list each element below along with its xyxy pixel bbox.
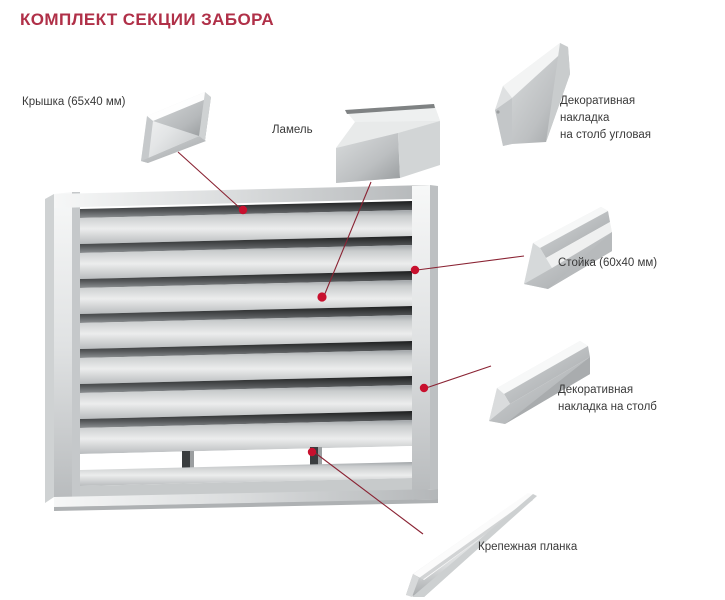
page-title: КОМПЛЕКТ СЕКЦИИ ЗАБОРА [20,10,275,29]
part-l-angle-cover-icon [495,43,570,146]
leader-line-lamel [323,181,372,297]
leader-line-post-cover [425,365,492,389]
leader-line-strip [313,451,424,535]
callout-label-stoyka: Стойка (60х40 мм) [558,257,658,269]
part-flat-strip-icon [406,493,537,597]
louver-slats [80,201,412,454]
leader-lines [177,151,525,535]
callout-label-mounting-strip: Крепежная планка [478,541,578,553]
leader-dot-post-cover [419,383,429,393]
callout-label-post-cover: Декоративная накладка на столб [558,384,657,413]
leader-dot-lamel [317,292,327,302]
leader-dots [238,205,429,457]
leader-dot-stoyka [410,265,420,275]
callout-label-lamel: Ламель [272,124,313,136]
callout-label-krishka: Крышка (65х40 мм) [22,96,126,108]
part-u-channel-post-icon [524,207,612,289]
leader-line-krishka [177,151,242,210]
part-u-channel-cap-icon [141,92,211,163]
leader-dot-strip [307,447,317,457]
callout-label-corner-post-cover: Декоративная накладка на столб угловая [560,95,651,141]
part-u-channel-cover-icon [489,341,590,424]
part-bent-slat-icon [336,104,440,183]
leader-dot-krishka [238,205,248,215]
louvered-fence-section [45,185,438,511]
leader-line-stoyka [416,255,525,271]
